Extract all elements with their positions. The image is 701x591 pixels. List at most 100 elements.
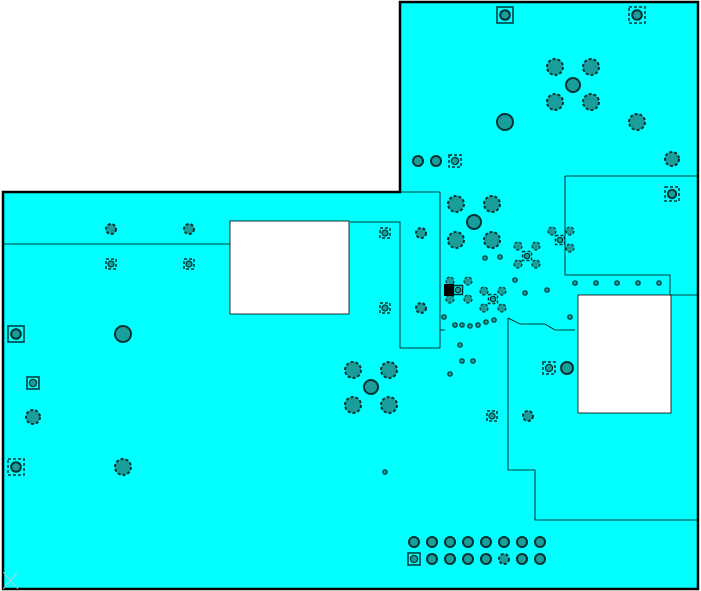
small-pad xyxy=(105,223,117,235)
small-square-pad xyxy=(487,293,499,305)
connector-pad-2 xyxy=(628,6,646,24)
via xyxy=(459,358,465,364)
header-pin xyxy=(480,536,492,548)
pad xyxy=(447,195,465,213)
mount-pad xyxy=(380,396,398,414)
cutout-left xyxy=(229,220,350,315)
via xyxy=(567,314,573,320)
via xyxy=(475,322,481,328)
small-pad xyxy=(565,226,575,236)
solid-pad xyxy=(444,284,454,296)
square-pad-hole xyxy=(10,461,22,473)
via xyxy=(497,254,503,260)
square-pad-hole xyxy=(631,9,643,21)
square-pad-hole xyxy=(381,304,389,312)
header-pin xyxy=(426,553,438,565)
via xyxy=(457,342,463,348)
header-pin xyxy=(516,553,528,565)
mount-pad xyxy=(546,58,564,76)
small-square-pad xyxy=(521,250,533,262)
square-pad-hole xyxy=(450,156,460,166)
mount-pad xyxy=(546,93,564,111)
small-square-pad xyxy=(379,227,391,239)
via xyxy=(656,280,662,286)
via xyxy=(482,255,488,261)
header-pin xyxy=(444,536,456,548)
pad-group xyxy=(7,6,680,566)
square-pad-hole xyxy=(488,412,496,420)
via xyxy=(441,314,447,320)
header-pin xyxy=(498,553,510,565)
square-pad-hole xyxy=(454,286,462,294)
mount-pad xyxy=(582,58,600,76)
header-pin xyxy=(534,553,546,565)
small-pad xyxy=(445,276,455,286)
via xyxy=(491,317,497,323)
square-pad-hole xyxy=(523,252,531,260)
square-pad-hole xyxy=(107,260,115,268)
via xyxy=(470,358,476,364)
via xyxy=(522,290,528,296)
mount-pad-center xyxy=(363,379,379,395)
round-pad xyxy=(664,151,680,167)
via xyxy=(635,280,641,286)
small-pad xyxy=(463,294,473,304)
round-pad xyxy=(560,361,574,375)
square-pad-hole xyxy=(28,378,38,388)
mount-pad-center xyxy=(565,77,581,93)
via xyxy=(447,371,453,377)
square-pad xyxy=(542,361,556,375)
small-pad xyxy=(445,294,455,304)
square-pad xyxy=(26,376,40,390)
header-pin xyxy=(426,536,438,548)
via xyxy=(459,322,465,328)
round-pad xyxy=(114,458,132,476)
pad xyxy=(483,231,501,249)
mount-pad xyxy=(344,396,362,414)
header-pin xyxy=(480,553,492,565)
connector-pad-1 xyxy=(496,6,514,24)
mount-pad xyxy=(582,93,600,111)
small-pad xyxy=(497,286,507,296)
small-square-pad xyxy=(105,258,117,270)
via xyxy=(572,280,578,286)
pad xyxy=(483,195,501,213)
via xyxy=(614,280,620,286)
header-pin xyxy=(462,553,474,565)
pad xyxy=(466,214,482,230)
small-pad xyxy=(463,276,473,286)
small-pad xyxy=(547,226,557,236)
small-pad xyxy=(415,227,427,239)
small-square-pad xyxy=(486,410,498,422)
copper-split-lines xyxy=(3,175,698,521)
small-pad xyxy=(513,241,523,251)
small-pad xyxy=(183,223,195,235)
via xyxy=(452,322,458,328)
square-pad-hole xyxy=(409,554,419,564)
via xyxy=(382,469,388,475)
header-pin xyxy=(534,536,546,548)
small-pad xyxy=(531,241,541,251)
square-pad-hole xyxy=(381,229,389,237)
square-pad-hole xyxy=(499,9,511,21)
via xyxy=(593,280,599,286)
mount-pad xyxy=(344,361,362,379)
small-pad xyxy=(415,302,427,314)
small-pad xyxy=(479,286,489,296)
via xyxy=(512,277,518,283)
round-pad xyxy=(496,113,514,131)
via xyxy=(483,319,489,325)
small-square-pad xyxy=(183,258,195,270)
round-pad xyxy=(25,409,41,425)
header-pin xyxy=(462,536,474,548)
small-square-pad xyxy=(379,302,391,314)
cutout-right xyxy=(577,294,672,414)
small-pad xyxy=(565,243,575,253)
square-pad xyxy=(664,186,680,202)
round-pad xyxy=(114,325,132,343)
origin-marker xyxy=(2,571,19,590)
via xyxy=(467,323,473,329)
header-pin xyxy=(408,536,420,548)
small-pad xyxy=(531,259,541,269)
